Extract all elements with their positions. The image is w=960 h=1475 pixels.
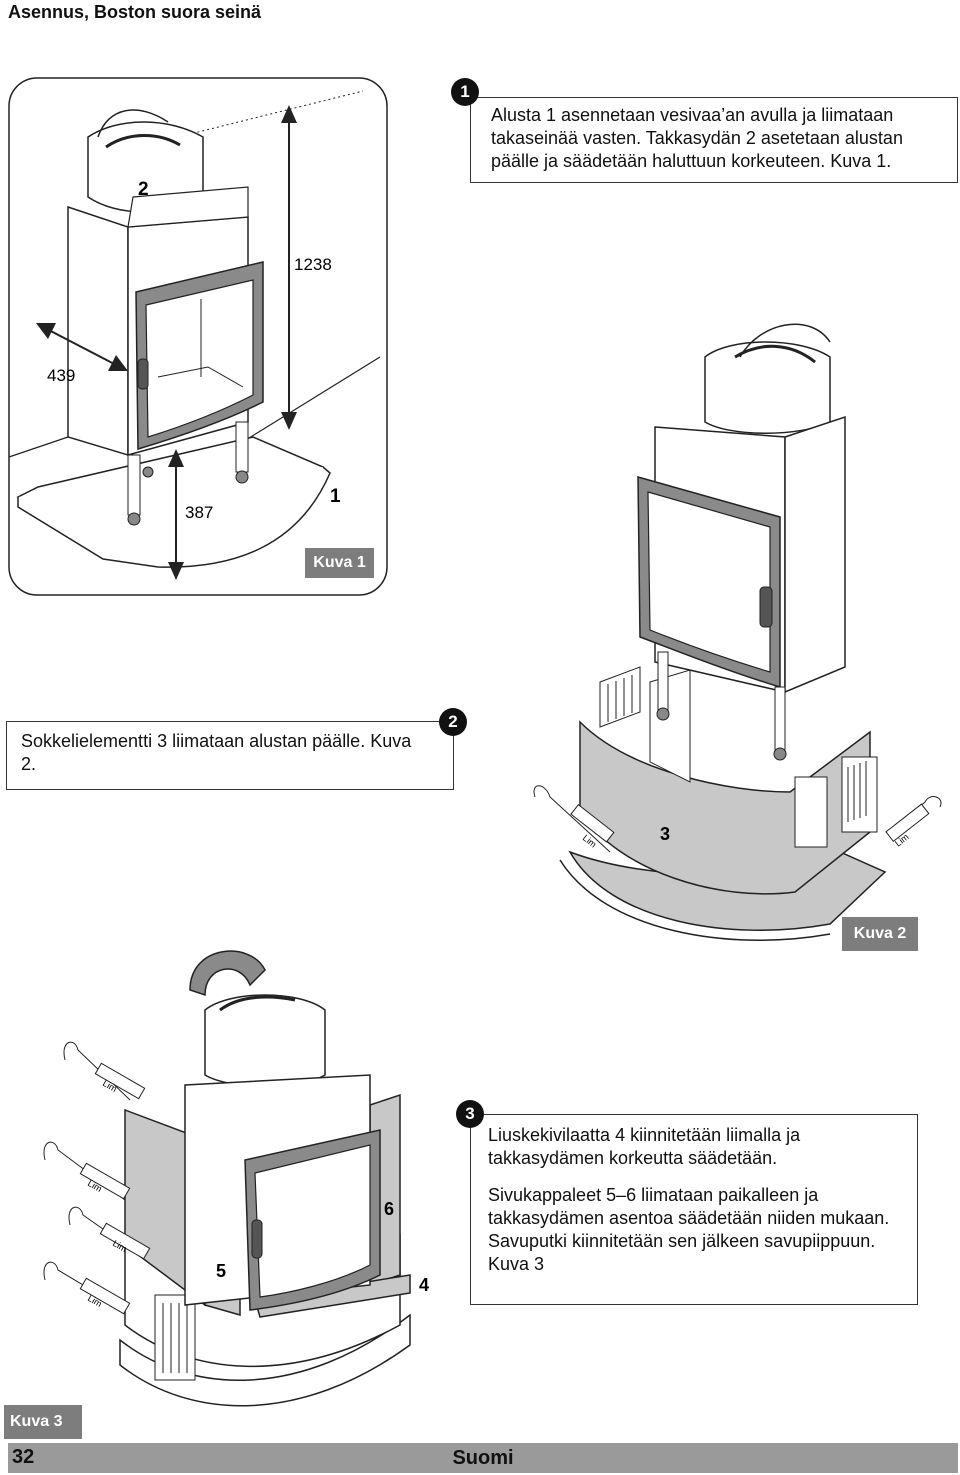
page-number: 32 (12, 1446, 35, 1468)
figure-2-caption: Kuva 2 (842, 917, 918, 951)
step-1-box: Alusta 1 asennetaan vesivaa’an avulla ja… (470, 97, 958, 183)
figure-1: 2 1238 439 387 1 Kuva 1 (8, 77, 388, 596)
step-2-number: 2 (439, 708, 467, 736)
step-2-box: Sokkelielementti 3 liimataan alustan pää… (6, 721, 454, 790)
step-3-number: 3 (456, 1100, 484, 1128)
label-plinth: 3 (660, 824, 670, 844)
page-title: Asennus, Boston suora seinä (8, 2, 262, 22)
figure-1-illustration: 2 1238 439 387 1 (8, 77, 388, 596)
dimension-depth: 439 (47, 366, 75, 385)
figure-3-caption: Kuva 3 (4, 1405, 82, 1439)
label-core: 2 (138, 179, 149, 200)
label-left-panel: 5 (216, 1261, 226, 1281)
step-3-box: Liuskekivilaatta 4 kiinnitetään liimalla… (470, 1114, 918, 1305)
figure-1-caption: Kuva 1 (305, 548, 374, 578)
step-1-text: Alusta 1 asennetaan vesivaa’an avulla ja… (491, 105, 903, 171)
figure-3-illustration: Lim Lim Lim Lim 5 6 4 (43, 950, 429, 1407)
dimension-height: 1238 (294, 255, 332, 274)
step-2-text: Sokkelielementti 3 liimataan alustan pää… (21, 731, 412, 774)
footer-language: Suomi (452, 1447, 514, 1469)
step-1-number: 1 (451, 78, 479, 106)
label-right-panel: 6 (384, 1199, 394, 1219)
label-base: 1 (330, 486, 341, 507)
glue-label-left: Lim (581, 833, 599, 850)
dimension-base: 387 (185, 503, 213, 522)
step-3-text-a: Liuskekivilaatta 4 kiinnitetään liimalla… (488, 1125, 801, 1168)
figure-3: Lim Lim Lim Lim 5 6 4 (40, 945, 440, 1415)
label-slab: 4 (419, 1275, 429, 1295)
footer-bar: Suomi 32 (8, 1443, 958, 1473)
figure-2-illustration: Lim Lim 3 (533, 323, 942, 941)
step-3-text-b: Sivukappaleet 5–6 liimataan paikalleen j… (488, 1185, 890, 1274)
figure-2: Lim Lim 3 (530, 312, 950, 962)
